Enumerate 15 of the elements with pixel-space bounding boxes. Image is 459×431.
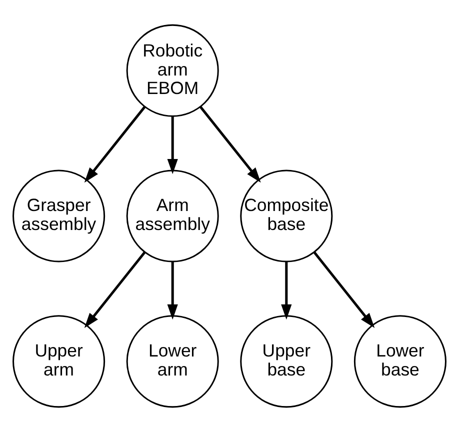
arrow [199,106,261,182]
node-circle: Arm assembly [126,169,219,262]
arrow [84,106,146,182]
arrow [167,261,178,320]
arrow [281,261,292,320]
node-circle: Robotic arm EBOM [126,24,219,116]
arrow [313,250,375,328]
node-circle: Lower arm [126,314,219,408]
node-circle: Composite base [240,169,333,262]
arrow [84,250,146,328]
node-circle: Lower base [354,314,446,408]
node-circle: Grasper assembly [12,169,106,262]
node-circle: Upper base [240,314,333,408]
arrow [167,116,178,174]
node-circle: Upper arm [12,314,106,408]
